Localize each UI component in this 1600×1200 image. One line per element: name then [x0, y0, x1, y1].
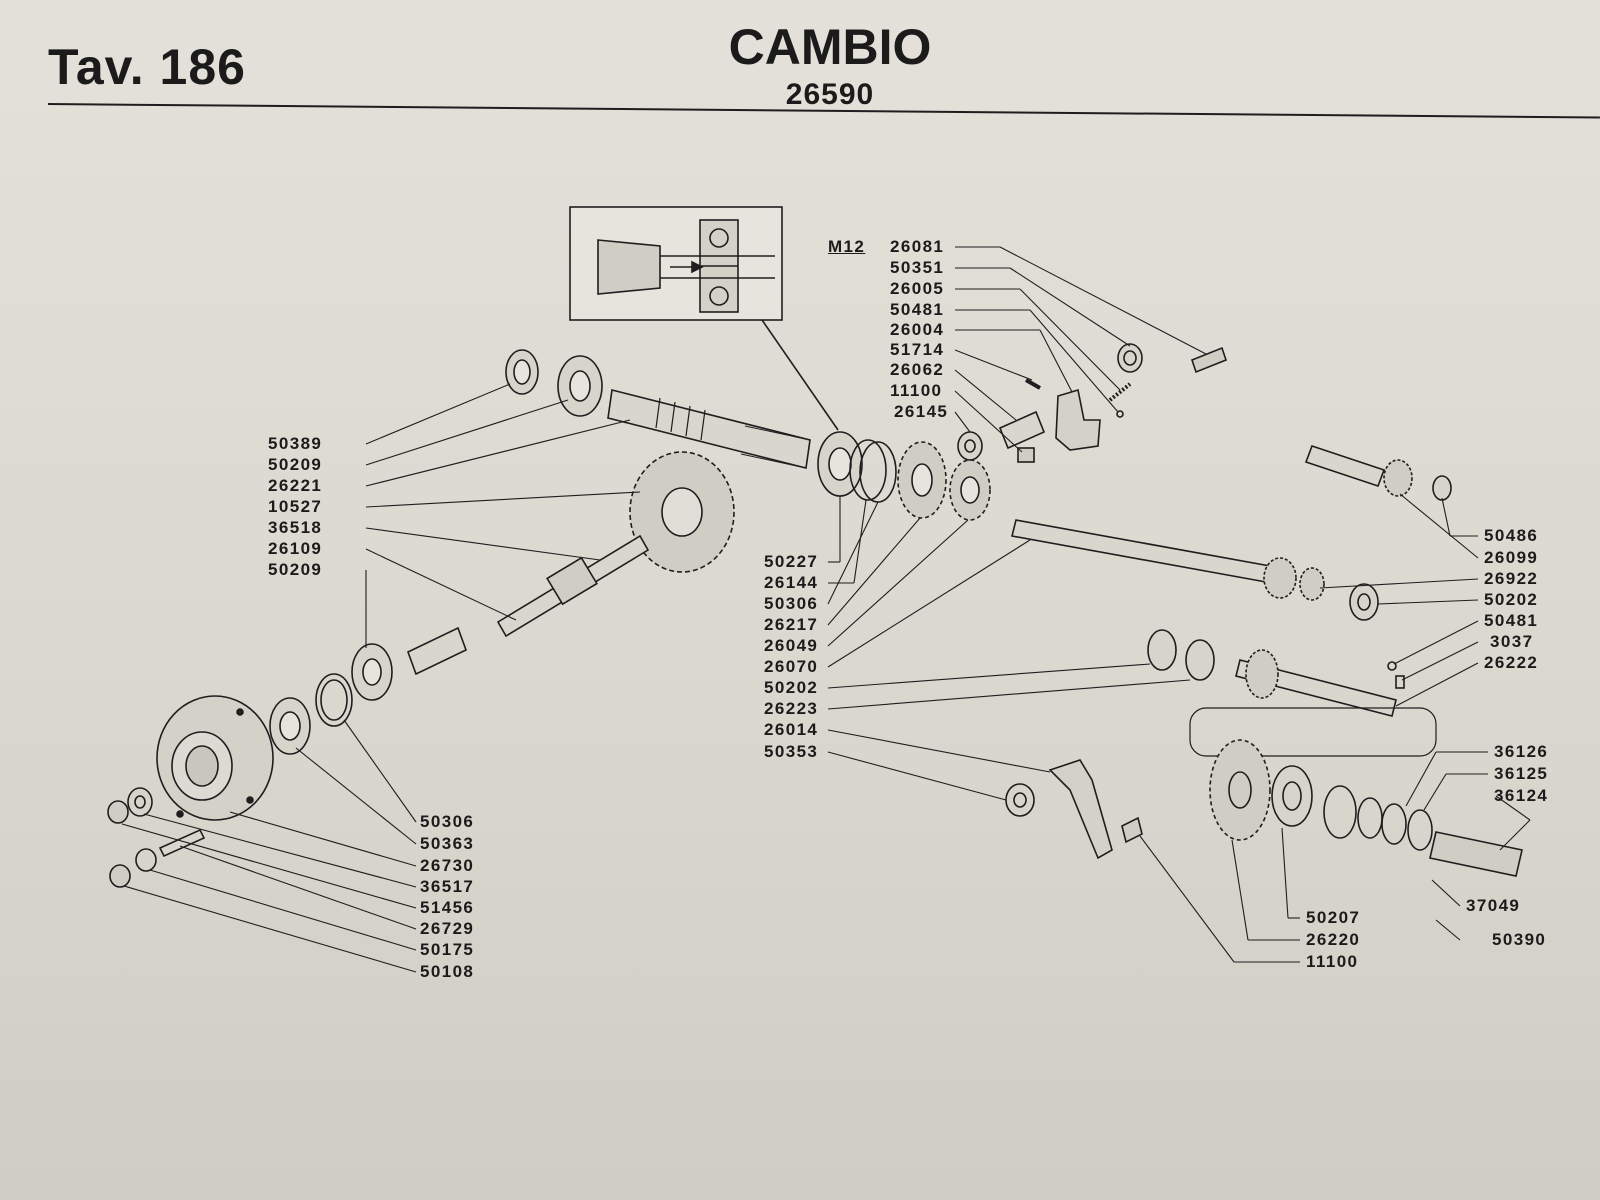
washer-26145: [957, 431, 983, 461]
callout-center-top-1: 50351: [890, 258, 945, 277]
callout-center-top-0: 26081: [890, 237, 945, 256]
ring-50353: [1005, 783, 1035, 817]
bearings-50202-pair: [1147, 629, 1215, 681]
callout-center-mid-1: 26144: [764, 573, 819, 592]
shaft-37049: [1429, 831, 1523, 877]
callout-bottom-left-6: 50175: [420, 940, 475, 959]
callout-right-upper-3: 50202: [1484, 590, 1539, 609]
bearing-50207: [1271, 765, 1313, 827]
callout-right-upper-2: 26922: [1484, 569, 1539, 588]
callout-center-mid-6: 50202: [764, 678, 819, 697]
callout-center-top-4: 26004: [890, 320, 945, 339]
page-title: CAMBIO: [728, 19, 932, 75]
output-shaft: [1011, 519, 1325, 601]
callout-right-lower-2: 36124: [1494, 786, 1549, 805]
callout-center-top-6: 26062: [890, 360, 945, 379]
callout-right-upper-1: 26099: [1484, 548, 1539, 567]
callout-left-1: 50209: [268, 455, 323, 474]
bolt-26081: [1191, 346, 1227, 374]
callout-right-upper-0: 50486: [1484, 526, 1539, 545]
callout-left-3: 10527: [268, 497, 323, 516]
callout-left-2: 26221: [268, 476, 323, 495]
callout-bottom-left-3: 36517: [420, 877, 475, 896]
callout-center-mid-3: 26217: [764, 615, 819, 634]
callout-right-lower-0: 36126: [1494, 742, 1549, 761]
callout-center-mid-4: 26049: [764, 636, 819, 655]
washer-50175: [135, 848, 157, 872]
callout-left-5: 26109: [268, 539, 323, 558]
inset-label: M12: [828, 237, 866, 256]
washer-50486: [1432, 475, 1452, 501]
callout-left-4: 36518: [268, 518, 323, 537]
gear-26217: [897, 441, 947, 519]
callout-center-top-2: 26005: [890, 279, 945, 298]
inset-bearing-detail: [597, 219, 775, 313]
nut-51456: [107, 800, 129, 824]
callout-bottom-center-1: 26220: [1306, 930, 1361, 949]
callout-center-top-3: 50481: [890, 300, 945, 319]
callout-bottom-left-5: 26729: [420, 919, 475, 938]
bearing-50202: [1349, 583, 1379, 621]
layshaft-26109: [496, 534, 650, 638]
callout-left-6: 50209: [268, 560, 323, 579]
leader-lines: [121, 246, 1531, 973]
callout-right-lower-4: 50390: [1492, 930, 1547, 949]
callout-bottom-left-0: 50306: [420, 812, 475, 831]
callout-center-top-7: 11100: [890, 381, 943, 400]
spring-50351: [1117, 343, 1143, 373]
spring-26005: [1108, 382, 1132, 402]
callout-right-lower-3: 37049: [1466, 896, 1521, 915]
gear-26049: [949, 459, 991, 521]
callout-bottom-left-7: 50108: [420, 962, 475, 981]
washer-36517: [127, 787, 153, 817]
rings-36124: [1323, 785, 1433, 851]
ball-50481: [1116, 410, 1124, 418]
fork-26004: [1055, 388, 1101, 451]
ring-50389: [505, 349, 539, 395]
callout-center-mid-0: 50227: [764, 552, 819, 571]
callout-right-upper-5: 3037: [1490, 632, 1534, 651]
callout-center-mid-9: 50353: [764, 742, 819, 761]
callout-right-lower-1: 36125: [1494, 764, 1549, 783]
nut-50108: [109, 864, 131, 888]
seal-50306: [269, 697, 311, 755]
callout-left-0: 50389: [268, 434, 323, 453]
callout-center-mid-7: 26223: [764, 699, 819, 718]
pin-26099: [1304, 444, 1413, 497]
bearing-50209: [557, 355, 603, 417]
callout-right-upper-4: 50481: [1484, 611, 1539, 630]
callout-center-mid-8: 26014: [764, 720, 819, 739]
callout-bottom-left-1: 50363: [420, 834, 475, 853]
callout-center-top-5: 51714: [890, 340, 945, 359]
callout-bottom-left-4: 51456: [420, 898, 475, 917]
plate-number: Tav. 186: [48, 39, 246, 95]
ball-50481-right: [1387, 661, 1397, 671]
stud-26729: [158, 828, 206, 858]
callout-center-mid-2: 50306: [764, 594, 819, 613]
callout-bottom-center-2: 11100: [1306, 952, 1359, 971]
callout-bottom-left-2: 26730: [420, 856, 475, 875]
reverse-group-outline: [1189, 707, 1437, 757]
bearing-50209-lower: [351, 643, 393, 701]
callout-center-mid-5: 26070: [764, 657, 819, 676]
input-shaft: [607, 389, 811, 469]
sleeve-26062: [998, 410, 1046, 450]
gear-10527: [629, 451, 735, 573]
circlip-50363: [315, 673, 353, 727]
lever-26014: [1048, 759, 1113, 860]
reverse-shaft-26222: [1235, 649, 1397, 717]
spring-3037: [1395, 675, 1405, 689]
callout-right-upper-6: 26222: [1484, 653, 1539, 672]
gear-26220: [1209, 739, 1271, 841]
cover-26730: [156, 695, 274, 821]
callout-bottom-center-0: 50207: [1306, 908, 1361, 927]
assembly-number: 26590: [785, 78, 875, 111]
bearing-50227: [817, 431, 863, 497]
sleeve-36518: [407, 626, 467, 676]
pin-51714: [1025, 378, 1041, 390]
callout-center-top-8: 26145: [894, 402, 949, 421]
key-11100-bottom: [1121, 816, 1143, 844]
